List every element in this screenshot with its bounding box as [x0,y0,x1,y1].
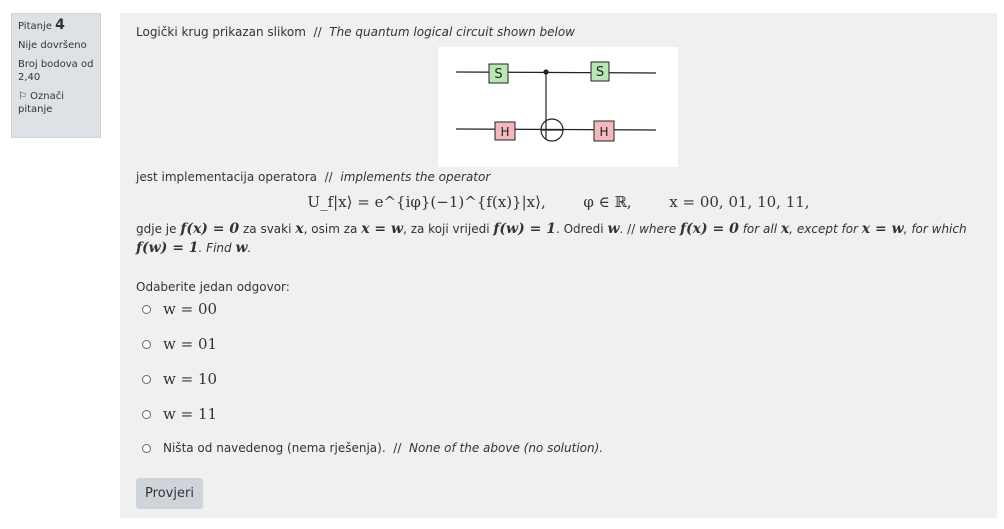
s-gate-1-label: S [494,67,502,82]
option-3-label: w = 10 [163,370,218,388]
condition-line-1: gdje je f(x) = 0 za svaki x, osim za x =… [136,221,967,237]
question-points: Broj bodova od 2,40 [18,59,94,83]
option-5-label: Ništa od navedenog (nema rješenja). // N… [163,441,604,455]
h-gate-2-label: H [599,125,608,139]
option-2-label: w = 01 [163,335,218,353]
answer-prompt: Odaberite jedan odgovor: [136,280,290,294]
option-w-10[interactable]: w = 10 [142,370,217,388]
quantum-circuit-diagram: S S H H [455,61,657,142]
formula-phi: φ ∈ ℝ, [583,193,632,211]
circuit-figure: S S H H [438,47,678,167]
radio-option-1[interactable] [142,304,151,314]
qubit-wire-1 [455,71,657,74]
h-gate-1 [494,121,516,141]
s-gate-2-label: S [596,65,604,80]
question-info-panel: Pitanje 4 Nije dovršeno Broj bodova od 2… [11,13,101,138]
option-w-11[interactable]: w = 11 [142,405,217,423]
cnot-control-dot [543,69,549,75]
s-gate-1 [488,63,509,84]
option-w-00[interactable]: w = 00 [142,300,217,318]
operator-intro: jest implementacija operatora // impleme… [136,170,491,184]
option-none[interactable]: Ništa od navedenog (nema rješenja). // N… [142,441,603,455]
h-gate-1-label: H [500,125,509,139]
radio-option-3[interactable] [142,374,151,384]
option-1-label: w = 00 [163,300,218,318]
radio-option-4[interactable] [142,409,151,419]
flag-label: Označi pitanje [18,91,65,115]
formula-operator: U_f|x⟩ = e^{iφ}(−1)^{f(x)}|x⟩, [307,193,546,211]
option-4-label: w = 11 [163,405,218,423]
s-gate-2 [590,61,610,82]
question-number: Pitanje 4 [18,17,65,33]
question-content: Logički krug prikazan slikom // The quan… [120,13,997,518]
radio-option-5[interactable] [142,443,151,453]
option-w-01[interactable]: w = 01 [142,335,217,353]
h-gate-2 [593,120,615,142]
radio-option-2[interactable] [142,339,151,349]
flag-icon: ⚐ [18,91,27,102]
question-status: Nije dovršeno [18,40,87,51]
operator-formula: U_f|x⟩ = e^{iφ}(−1)^{f(x)}|x⟩, φ ∈ ℝ, x … [120,193,997,211]
flag-question-link[interactable]: ⚐ Označi pitanje [18,90,94,116]
check-button[interactable]: Provjeri [136,478,203,509]
condition-line-2: f(w) = 1. Find w. [136,240,252,256]
question-intro: Logički krug prikazan slikom // The quan… [136,25,575,39]
formula-domain: x = 00, 01, 10, 11, [669,193,810,211]
